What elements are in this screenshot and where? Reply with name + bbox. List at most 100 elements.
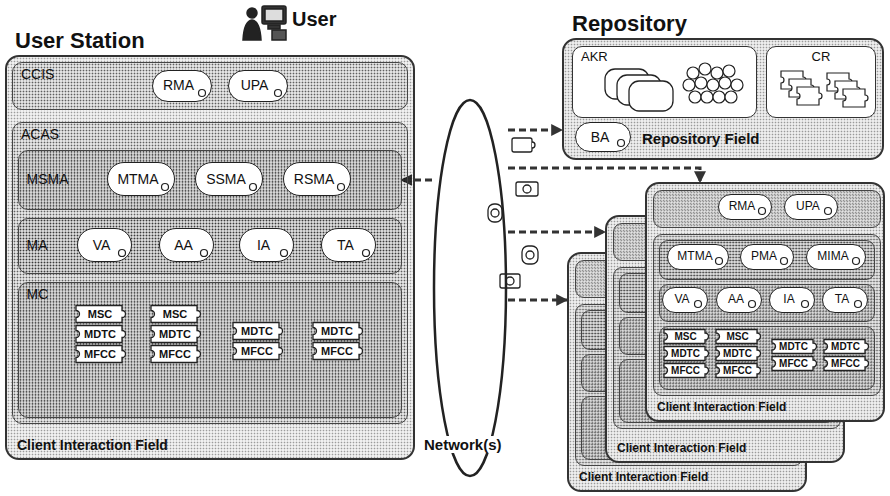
component-piece: MDTC: [714, 345, 763, 362]
network-outline: [432, 98, 508, 478]
component-piece: MSC: [714, 328, 763, 345]
layer-band: MA VA AA IA TA: [18, 218, 402, 274]
node-text: MDTC: [241, 325, 273, 338]
agent-oval: IA: [769, 287, 815, 313]
node-text: ACAS: [21, 126, 59, 142]
node-text: CCIS: [21, 66, 54, 82]
component-piece: MFCC: [714, 362, 763, 379]
node-text: RSMA: [294, 171, 334, 187]
store-box: CR: [766, 46, 876, 118]
node-text: CR: [812, 50, 831, 65]
node-text: MDTC: [779, 341, 808, 353]
component-piece: MFCC: [662, 362, 711, 379]
dashed-arrow: [508, 168, 700, 182]
dashed-arrow: [508, 129, 562, 132]
node-text: AA: [728, 293, 744, 307]
component-piece: MDTC: [149, 324, 203, 344]
node-text: MFCC: [159, 348, 191, 361]
layer-band: MSMA MTMA SSMA RSMA: [18, 150, 402, 210]
node-text: TA: [835, 293, 849, 307]
component-piece: MFCC: [311, 341, 365, 361]
node-text: MFCC: [671, 365, 700, 377]
component-piece: MFCC: [231, 341, 285, 361]
node-text: IA: [783, 293, 794, 307]
node-text: MTMA: [677, 250, 712, 264]
agent-oval: BA: [575, 122, 631, 152]
node-text: VA: [674, 293, 689, 307]
agent-oval: RMA: [718, 194, 772, 220]
agent-oval: AA: [159, 228, 214, 262]
node-text: MFCC: [241, 345, 273, 358]
node-text: AA: [174, 237, 193, 253]
component-piece: MFCC: [149, 344, 203, 364]
dashed-arrow: [508, 231, 605, 234]
layer-band: ACASMSMAMTMASSMARSMAMAVAAAIATAMCMSCMDTCM…: [12, 122, 408, 424]
agent-oval: MTMA: [667, 244, 729, 270]
node-text: MSC: [726, 331, 748, 343]
node-text: TA: [337, 237, 354, 253]
user-label: User: [292, 8, 336, 31]
node-text: MTMA: [117, 171, 158, 187]
component-piece: MSC: [662, 328, 711, 345]
node-text: Repository Field: [642, 130, 760, 147]
node-text: RMA: [729, 200, 756, 214]
node-text: MSC: [674, 331, 696, 343]
dashed-arrow: [508, 299, 567, 302]
user-icon: [243, 6, 286, 40]
component-piece: MFCC: [822, 355, 871, 372]
node-text: UPA: [796, 200, 820, 214]
node-text: MSC: [163, 308, 187, 321]
repository-box: RepositoryRepository FieldAKRCRBA: [562, 38, 884, 160]
component-piece: MDTC: [822, 338, 871, 355]
node-text: MFCC: [84, 348, 116, 361]
agent-oval: PMA: [740, 244, 794, 270]
node-text: Repository: [572, 11, 687, 36]
node-text: AKR: [581, 50, 608, 65]
node-text: MFCC: [321, 345, 353, 358]
layer-band: MC MSC MDTC MFCC MSC MDTC MFCC MDTC MFCC MDTC MFCC: [18, 282, 402, 418]
node-text: Network(s): [422, 436, 504, 453]
station-box: Client Interaction FieldRMAUPAMTMAPMAMIM…: [645, 182, 885, 422]
node-text: SSMA: [206, 171, 246, 187]
node-text: IA: [257, 237, 270, 253]
layer-band: CCIS RMA UPA: [12, 62, 408, 110]
node-text: RMA: [163, 77, 194, 93]
node-text: MDTC: [723, 348, 752, 360]
node-text: MSC: [88, 308, 112, 321]
agent-oval: AA: [716, 287, 762, 313]
agent-oval: VA: [77, 228, 132, 262]
component-piece: MFCC: [770, 355, 819, 372]
node-text: MFCC: [723, 365, 752, 377]
component-piece: MDTC: [770, 338, 819, 355]
store-box: AKR: [572, 46, 757, 118]
node-text: PMA: [751, 250, 777, 264]
component-piece: MDTC: [311, 321, 365, 341]
agent-oval: SSMA: [195, 162, 263, 196]
agent-oval: IA: [239, 228, 294, 262]
node-text: Client Interaction Field: [617, 442, 746, 456]
component-piece: MDTC: [74, 324, 128, 344]
agent-oval: UPA: [784, 194, 838, 220]
component-piece: MSC: [149, 304, 203, 324]
node-text: Client Interaction Field: [17, 437, 168, 453]
network-ellipse: Network(s): [432, 98, 508, 478]
node-text: MDTC: [671, 348, 700, 360]
node-text: MFCC: [779, 358, 808, 370]
node-text: User Station: [15, 28, 145, 53]
agent-oval: RMA: [152, 70, 212, 102]
node-text: MDTC: [321, 325, 353, 338]
component-piece: MFCC: [74, 344, 128, 364]
node-text: BA: [591, 129, 610, 145]
node-text: MA: [27, 237, 48, 253]
station-box: User StationClient Interaction FieldCCIS…: [5, 55, 415, 460]
node-text: VA: [93, 237, 111, 253]
node-text: UPA: [241, 77, 269, 93]
node-text: Client Interaction Field: [657, 401, 786, 415]
agent-oval: TA: [321, 228, 376, 262]
node-text: MDTC: [84, 328, 116, 341]
node-text: MC: [27, 286, 49, 302]
agent-oval: RSMA: [283, 162, 351, 196]
node-text: MSMA: [27, 171, 69, 187]
component-piece: MDTC: [662, 345, 711, 362]
node-text: MFCC: [831, 358, 860, 370]
